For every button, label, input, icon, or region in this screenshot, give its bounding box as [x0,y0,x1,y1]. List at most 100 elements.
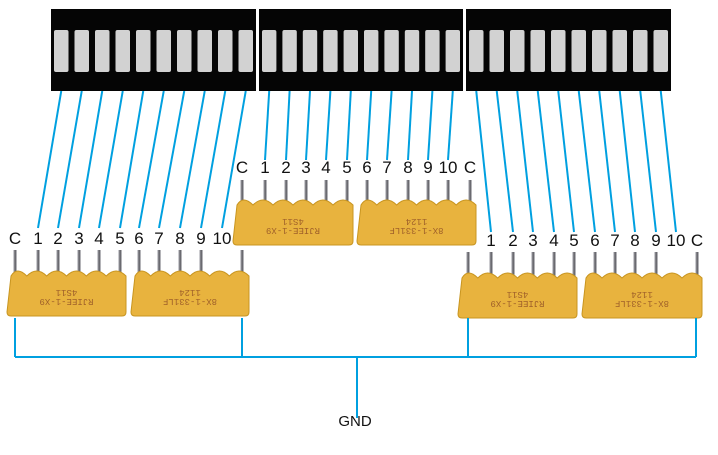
led-segment [323,30,338,72]
led-segment [238,30,253,72]
resistor-body [457,272,578,319]
wire-right-3 [516,90,534,233]
wire-middle-9 [427,90,434,161]
pin-label: 1 [486,231,495,250]
pin-label: 3 [301,158,310,177]
led-bargraph-left [51,9,256,91]
led-segment [571,30,586,72]
led-segment [115,30,130,72]
pin-label: 3 [74,229,83,248]
wire-middle-1 [264,90,271,161]
led-segment [218,30,233,72]
pin-label: C [464,158,476,177]
resistor-marking-date: 4S11 [507,289,529,299]
wire-middle-10 [447,90,454,161]
wire-left-6 [138,90,165,229]
pin-label: C [236,158,248,177]
resistor-marking-part: RJIEE-1-X9 [266,225,320,235]
wire-left-3 [78,90,104,229]
pin-label: C [9,229,21,248]
pin-label: 6 [134,229,143,248]
led-segment [364,30,379,72]
wire-left-1 [37,90,63,229]
pin-label: 3 [528,231,537,250]
pin-label: 6 [590,231,599,250]
resistor-marking-date: 1124 [406,216,428,226]
pin-label: 7 [154,229,163,248]
pin-label: 1 [260,158,269,177]
pin-label: 10 [439,158,458,177]
led-segment [177,30,192,72]
wire-middle-6 [366,90,373,161]
resistor-marking-date: 1124 [179,287,201,297]
wire-right-7 [598,90,616,233]
pin-label: 5 [342,158,351,177]
wire-left-10 [221,90,247,229]
led-segment [551,30,566,72]
led-segment [343,30,358,72]
pin-label: 8 [403,158,412,177]
led-segment [633,30,648,72]
wire-left-8 [179,90,206,229]
pin-label: 7 [610,231,619,250]
pin-label: 4 [94,229,103,248]
wire-left-7 [158,90,186,229]
pin-label: 5 [569,231,578,250]
pin-label: 6 [362,158,371,177]
resistor-marking-part: RJIEE-1-X9 [490,298,544,308]
wire-right-5 [557,90,575,233]
led-segment [95,30,110,72]
led-segment [156,30,171,72]
pin-label: 7 [382,158,391,177]
wire-middle-8 [407,90,413,161]
led-segment [74,30,89,72]
pin-label: 2 [53,229,62,248]
pin-label: 9 [651,231,660,250]
resistor-marking-part: RJIEE-1-X9 [39,296,93,306]
led-segment [282,30,297,72]
led-bargraph-middle [259,9,463,91]
wire-middle-3 [305,90,311,161]
led-bargraph-right [466,9,671,91]
resistor-marking-part: 8X-1-331LF [163,296,217,306]
wire-right-10 [659,90,677,233]
ground-bus: GND [14,318,697,430]
pin-label: 5 [115,229,124,248]
resistor-body [232,199,354,246]
wire-left-2 [57,90,83,229]
pin-label: 2 [281,158,290,177]
resistor-body [356,199,477,246]
led-segment [384,30,399,72]
wire-middle-2 [285,90,291,161]
wire-middle-4 [325,90,332,161]
wire-right-1 [475,90,492,233]
pin-label: 1 [33,229,42,248]
wire-left-4 [98,90,124,229]
resistor-marking-date: 4S11 [56,287,78,297]
resistor-marking-date: 4S11 [282,216,304,226]
pin-label: 9 [196,229,205,248]
led-segment [197,30,212,72]
resistor-marking-part: 8X-1-331LF [389,225,443,235]
wire-right-8 [618,90,636,233]
pin-label: 10 [213,229,232,248]
pin-label: 9 [423,158,432,177]
pin-label: 8 [630,231,639,250]
led-segment [262,30,277,72]
pin-label: 4 [321,158,330,177]
led-segment [425,30,440,72]
wire-right-2 [495,90,514,233]
led-segment [612,30,627,72]
resistor-body [6,270,127,317]
led-segment [489,30,504,72]
led-segment [404,30,420,72]
pin-label: 4 [549,231,558,250]
